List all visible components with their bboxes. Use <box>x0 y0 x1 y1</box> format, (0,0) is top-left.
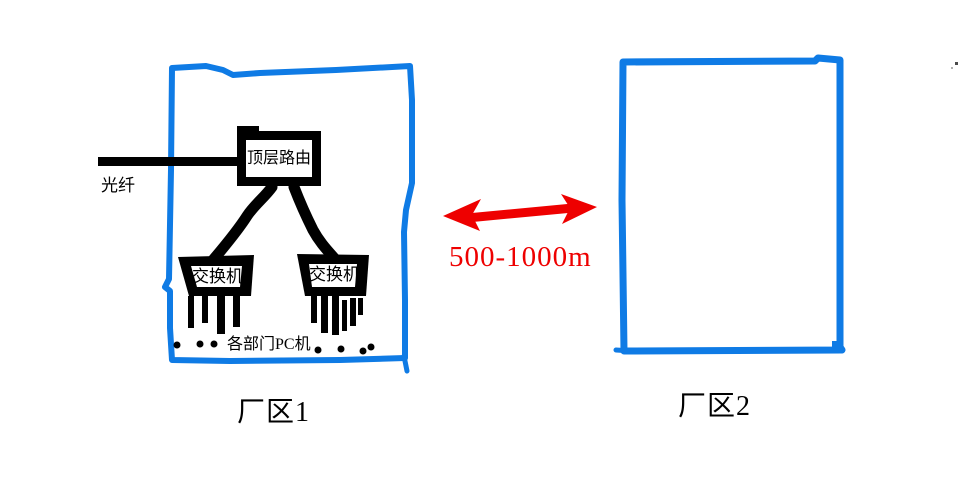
pc-dot <box>173 341 181 349</box>
switch-right-inner <box>309 264 357 287</box>
distance-arrow-right-head <box>561 194 597 224</box>
fiber-label: 光纤 <box>101 176 135 195</box>
device-panels <box>191 140 357 287</box>
distance-arrow-shaft <box>462 203 578 223</box>
uplink-cables <box>207 181 341 266</box>
pc-leg <box>332 296 339 335</box>
pc-leg <box>217 296 225 334</box>
router-box-inner <box>246 140 312 177</box>
pc-leg <box>350 298 356 326</box>
pc-dot <box>210 340 218 348</box>
distance-arrow-left-head <box>443 199 481 231</box>
switch-right-label: 交换机 <box>309 265 360 284</box>
site2-boundary <box>618 54 846 355</box>
site2-corner-tick <box>613 347 635 354</box>
site1-boundary <box>162 63 415 364</box>
site1-corner-tail <box>401 353 410 374</box>
site2-name-label: 厂区2 <box>678 391 752 422</box>
stray-mark <box>951 62 958 69</box>
switch-left-label: 交换机 <box>192 267 243 286</box>
uplink-left <box>207 181 278 266</box>
pcs-label: 各部门PC机 <box>227 336 311 353</box>
pc-dot <box>367 343 375 351</box>
site2-corner-blob <box>832 341 843 352</box>
pc-leg <box>342 300 347 331</box>
distance-arrow <box>443 194 597 231</box>
site1-name-label: 厂区1 <box>237 397 311 428</box>
link-distance-label: 500-1000m <box>449 241 592 273</box>
pc-leg <box>321 296 328 333</box>
fiber-line <box>98 157 240 166</box>
pc-leg <box>233 296 240 327</box>
pc-dot <box>359 347 367 355</box>
pc-dot <box>314 346 322 354</box>
pc-leg <box>311 296 317 323</box>
pc-leg <box>202 296 208 323</box>
router-corner-stub <box>237 126 259 134</box>
uplink-right <box>288 181 341 265</box>
router-label: 顶层路由 <box>247 150 312 167</box>
switch-left-inner <box>191 266 242 287</box>
pc-dot <box>337 345 345 353</box>
pc-leg <box>188 296 194 328</box>
pc-leg <box>358 298 363 315</box>
pc-dot <box>196 340 204 348</box>
